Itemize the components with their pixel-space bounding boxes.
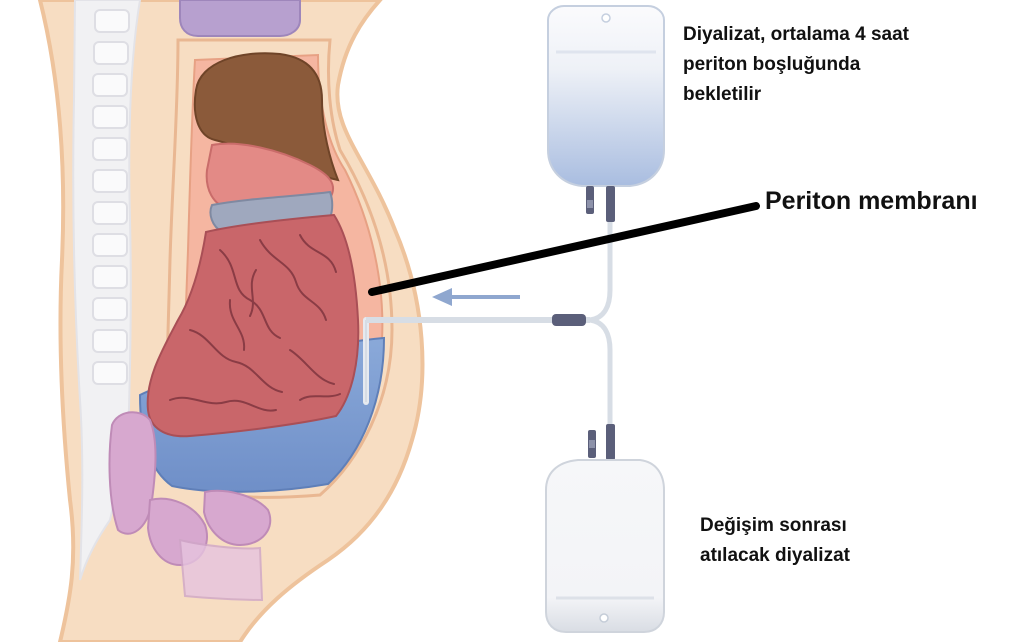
vertebra: [93, 138, 127, 160]
bag-port: [606, 424, 615, 460]
vertebra: [93, 234, 127, 256]
membrane-label: Periton membranı: [765, 186, 978, 216]
outflow-tube: [590, 320, 610, 432]
dialysate-in-line: periton boşluğunda: [683, 50, 909, 80]
y-connector: [552, 314, 586, 326]
vertebra: [93, 266, 127, 288]
dialysate-bag-drain: [546, 424, 664, 632]
bag-port: [606, 186, 615, 222]
vertebra: [93, 202, 127, 224]
vertebra: [93, 330, 127, 352]
bag-port-tip: [589, 440, 595, 448]
dialysate-out-label: Değişim sonrası atılacak diyalizat: [700, 511, 850, 571]
bag-full-body: [548, 6, 664, 186]
membrane-label-text: Periton membranı: [765, 186, 978, 216]
vertebra: [95, 10, 129, 32]
bag-port-tip: [587, 200, 593, 208]
dialysate-out-line: Değişim sonrası: [700, 511, 850, 541]
dialysate-in-line: Diyalizat, ortalama 4 saat: [683, 20, 909, 50]
vertebra: [93, 74, 127, 96]
dialysate-in-label: Diyalizat, ortalama 4 saat periton boşlu…: [683, 20, 909, 110]
bag-drain-body: [546, 460, 664, 632]
heart: [180, 0, 300, 36]
vertebra: [94, 42, 128, 64]
vertebra: [93, 298, 127, 320]
membrane-pointer-line: [372, 206, 756, 292]
dialysate-in-line: bekletilir: [683, 80, 909, 110]
torso: [40, 0, 422, 642]
bag-hang-hole: [602, 14, 610, 22]
flow-arrow-head: [432, 288, 452, 306]
dialysate-out-line: atılacak diyalizat: [700, 541, 850, 571]
vertebra: [93, 170, 127, 192]
pelvic-bone: [180, 540, 262, 600]
dialysate-bag-full: [548, 6, 664, 222]
vertebra: [93, 362, 127, 384]
vertebra: [93, 106, 127, 128]
bag-hang-hole: [600, 614, 608, 622]
